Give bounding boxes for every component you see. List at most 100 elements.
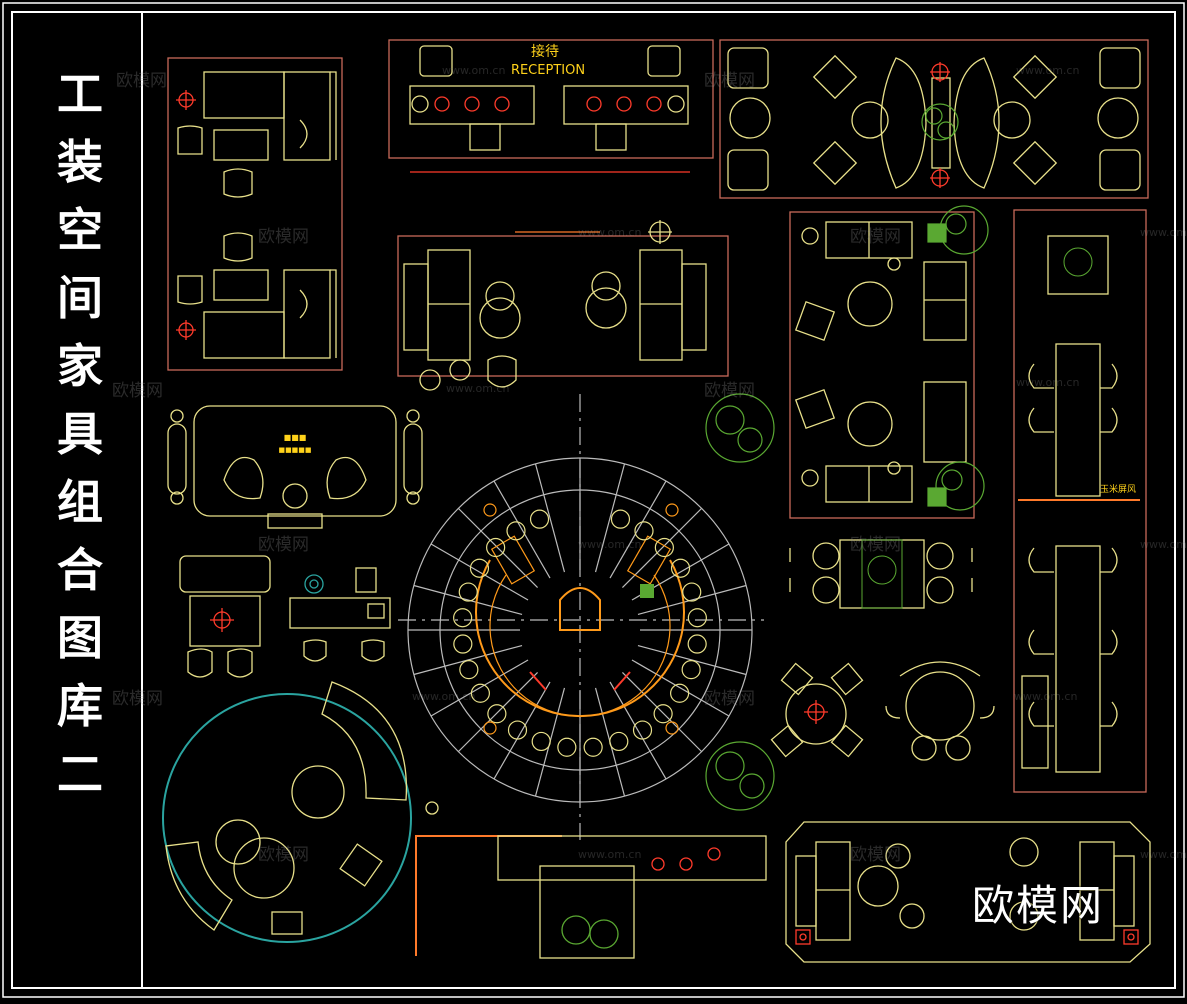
watermark-url: www.om.cn [1014,690,1078,703]
brand-logo: 欧模网 [972,881,1105,930]
room-spoke-line [413,584,523,616]
watermark: 欧模网 [258,535,309,555]
reception-label-cn: 接待 [531,43,559,60]
watermark-url: www.om.cn [1016,64,1080,77]
watermark: 欧模网 [112,689,163,709]
watermark: 欧模网 [850,535,901,555]
conference-chair [610,509,631,529]
svg-text:■■■■■: ■■■■■ [278,446,311,454]
room-spoke-line [609,480,667,579]
plant-icon [1063,247,1093,277]
room-spoke-line [609,681,667,780]
title-char: 二 [57,747,103,801]
conference-chair [459,660,479,680]
watermark-url: www.om.cn [578,848,642,861]
long-table-room [1013,209,1147,793]
conference-chair [670,683,690,703]
conference-chair [609,731,629,752]
watermark: 欧模网 [704,71,755,91]
conference-chair [681,660,701,680]
room-spoke-line [457,507,538,588]
room-spoke-line [631,659,730,717]
conference-chair [529,509,550,529]
watermark-url: www.om.cn [412,690,476,703]
watermark-url: www.om.cn [1140,226,1187,239]
conference-chair [557,737,577,757]
red-marker-icon [176,90,196,340]
watermark: 欧模网 [704,381,755,401]
conference-chair [507,720,528,740]
title-char: 库 [57,679,103,733]
conference-chair [687,608,707,628]
conference-chair [632,720,653,740]
red-marker-icon [804,700,828,724]
red-marker-icon [210,608,234,632]
bar-counter [415,835,767,959]
title-char: 组 [57,475,103,529]
watermark-url: www.om.cn [1016,376,1080,389]
conference-chair [486,537,506,558]
room-spoke-line [430,659,529,717]
reception-label-en: RECEPTION [511,63,585,78]
title-char: 空 [57,203,103,257]
room-spoke-line [534,463,566,573]
room-spoke-line [637,644,747,676]
watermark: 欧模网 [116,71,167,91]
room-spoke-line [457,672,538,753]
inner-frame [11,11,1176,989]
watermark-url: www.om.cn [446,382,510,395]
room-spoke-line [594,463,626,573]
title-char: 具 [57,407,103,461]
lounge-top-right [719,39,1149,199]
conference-chair [453,634,473,654]
plant-icon [861,539,903,609]
circular-conference-room [398,394,764,840]
plant-icon [921,103,959,141]
round-lounge [162,681,439,943]
office-desk-group [167,57,343,371]
conference-chair [682,582,702,602]
room-spoke-line [622,507,703,588]
watermark-url: www.om.cn [578,226,642,239]
plant-icon [705,205,989,811]
svg-text:■■■: ■■■ [284,433,307,442]
conference-chair [634,521,654,541]
watermark: 欧模网 [850,845,901,865]
title-char: 间 [57,271,103,325]
watermark-url: www.om.cn [442,64,506,77]
conference-chair [469,558,490,578]
watermark: 欧模网 [704,689,755,709]
conference-chair [458,582,478,602]
dining-cluster [770,539,995,761]
room-spoke-line [493,480,551,579]
title-char: 合 [57,543,103,597]
armchair-set [179,555,391,678]
conference-chair [470,683,490,703]
watermark-url: www.om.cn [1140,538,1187,551]
watermark-url: www.om.cn [578,538,642,551]
lounge-bottom-right [785,821,1151,963]
sofa-room [397,220,729,391]
lounge-right-middle [789,211,975,519]
watermark: 欧模网 [112,381,163,401]
teal-lamp-icon [304,574,324,594]
conference-chair [531,731,551,752]
conference-chair [670,558,691,578]
watermark-url: www.om.cn [1140,848,1187,861]
room-spoke-line [637,584,747,616]
conference-chair [487,704,507,724]
meeting-table: ■■■ ■■■■■ [167,405,423,529]
watermark: 欧模网 [258,227,309,247]
conference-chair [583,737,603,757]
title-char: 装 [57,135,103,189]
room-spoke-line [430,543,529,601]
conference-chair [687,634,707,654]
drawing-title: 工装空间家具组合图库二 [40,60,120,808]
title-char: 家 [57,339,103,393]
watermark: 欧模网 [258,845,309,865]
reception-area [388,39,714,173]
title-char: 工 [57,67,103,121]
room-spoke-line [622,672,703,753]
